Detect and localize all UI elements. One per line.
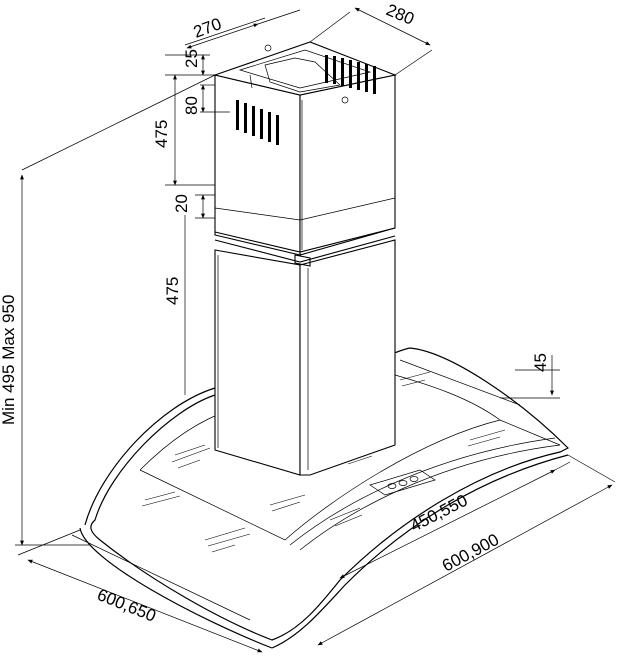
dim-top-depth: 270	[191, 14, 224, 42]
dim-vent-height: 80	[182, 96, 201, 115]
dim-canopy-depth: 450,550	[407, 491, 470, 536]
dim-canopy-width: 600,900	[439, 530, 502, 576]
chimney	[213, 41, 397, 476]
dim-overlap: 20	[172, 194, 191, 213]
dim-upper-chimney: 475	[152, 120, 171, 148]
vent-slots-right	[325, 55, 376, 94]
dim-glass-thickness: 45	[531, 353, 550, 372]
dim-total-height: Min 495 Max 950	[0, 295, 18, 425]
dim-top-offset: 25	[182, 49, 201, 68]
dimension-lines	[15, 7, 616, 653]
dim-canopy-side: 600,650	[95, 585, 159, 626]
dim-lower-chimney: 475	[163, 277, 182, 305]
vent-slots-left	[236, 100, 279, 145]
